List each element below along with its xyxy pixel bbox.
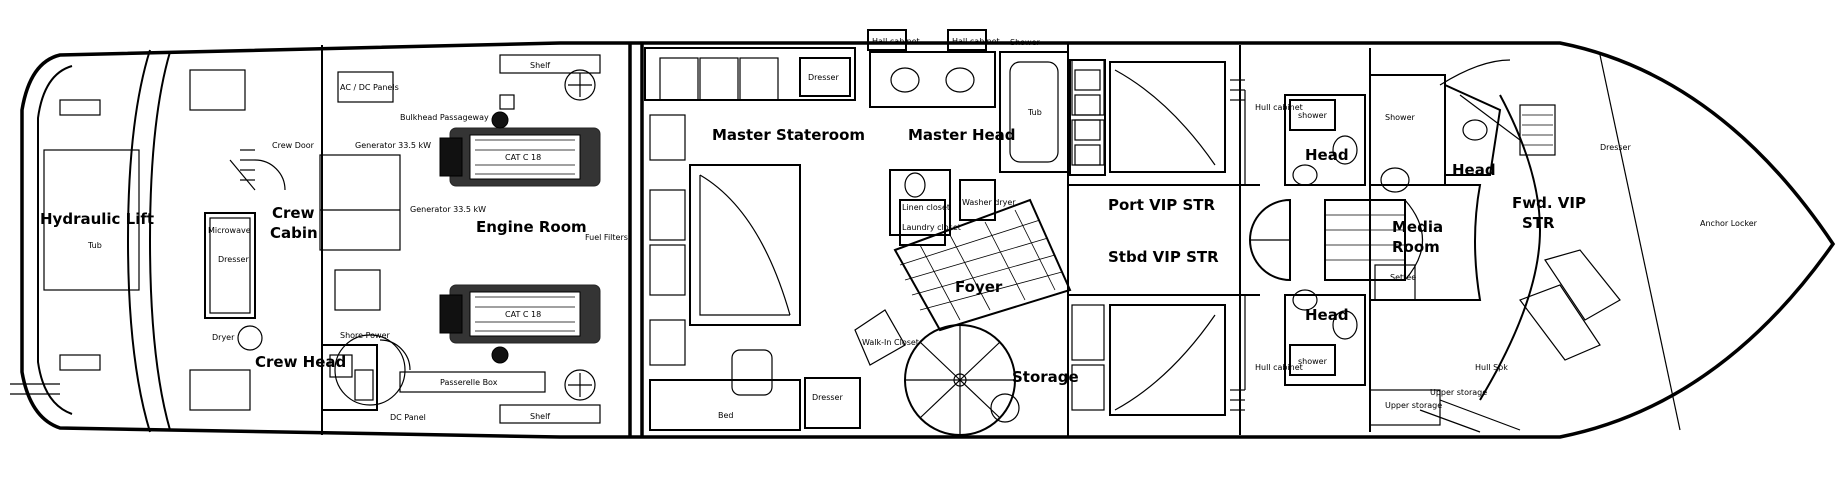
label-dresser-master: Dresser [808, 73, 839, 82]
hydraulic-lift-area [43, 69, 263, 411]
label-engine-1: CAT C 18 [505, 153, 541, 162]
label-bulkhead-passageway: Bulkhead Passageway [400, 113, 489, 122]
spiral-staircase [854, 309, 1020, 436]
crew-cabin [204, 149, 401, 319]
label-dresser-crew: Dresser [218, 255, 249, 264]
label-storage: Storage [1012, 368, 1079, 386]
label-settee: Settee [1390, 273, 1416, 282]
label-fwd-vip-1: Fwd. VIP [1512, 194, 1586, 212]
label-anchor-locker: Anchor Locker [1700, 219, 1758, 228]
label-upper-storage-1: Upper storage [1385, 401, 1442, 410]
label-laundry-closet: Laundry closet [902, 223, 961, 232]
label-port-vip-str: Port VIP STR [1108, 196, 1216, 214]
stbd-vip-stateroom [1071, 304, 1245, 416]
label-hull-cabinet-1: Hull cabinet [1255, 103, 1303, 112]
label-shelf-bottom: Shelf [530, 412, 550, 421]
label-fwd-vip-2: STR [1522, 214, 1555, 232]
label-hull-ref: Hull Spk [1475, 363, 1508, 372]
label-shower-fwd: Shower [1385, 113, 1416, 122]
label-upper-storage-2: Upper storage [1430, 388, 1487, 397]
master-head [867, 29, 1106, 246]
label-crew-cabin-1: Crew [272, 204, 315, 222]
label-media-room-2: Room [1392, 238, 1440, 256]
engine-room [334, 54, 601, 424]
engine-2 [439, 284, 601, 364]
label-master-stateroom: Master Stateroom [712, 126, 865, 144]
label-passerelle-box: Passerelle Box [440, 378, 498, 387]
label-dc-panel: DC Panel [390, 413, 426, 422]
engine-1 [439, 111, 601, 187]
crew-head [321, 339, 411, 411]
label-shelf-top: Shelf [530, 61, 550, 70]
label-linen-closet: Linen closet [902, 203, 950, 212]
media-room [1369, 184, 1482, 301]
label-stbd-vip-str: Stbd VIP STR [1108, 248, 1219, 266]
label-head-lower: Head [1305, 306, 1349, 324]
label-microwave: Microwave [208, 226, 251, 235]
label-shower-glass: Shower [1010, 38, 1041, 47]
label-crew-head: Crew Head [255, 353, 346, 371]
label-engine-2: CAT C 18 [505, 310, 541, 319]
bilge-pump-top [564, 69, 596, 101]
master-stateroom [644, 46, 861, 431]
label-shower-upper: shower [1298, 111, 1328, 120]
head-upper [1244, 90, 1366, 186]
label-master-head: Master Head [908, 126, 1016, 144]
label-head-upper: Head [1305, 146, 1349, 164]
label-generator-1: Generator 33.5 kW [355, 141, 431, 150]
label-hall-cabinet-1: Hall cabinet [872, 37, 920, 46]
label-dresser-master-bottom: Dresser [812, 393, 843, 402]
label-hydraulic-lift: Hydraulic Lift [40, 210, 154, 228]
fwd-vip-stateroom [1369, 54, 1681, 433]
label-hull-cabinet-2: Hull cabinet [1255, 363, 1303, 372]
port-vip-stateroom [1071, 59, 1245, 173]
label-ac-panels: AC / DC Panels [340, 83, 399, 92]
label-fuel-filters: Fuel Filters [585, 233, 628, 242]
foyer [893, 198, 1072, 332]
label-dryer: Dryer [212, 333, 235, 342]
label-walkin-closet: Walk-In Closet [862, 338, 919, 347]
label-generator-2: Generator 33.5 kW [410, 205, 486, 214]
hull-outline [10, 41, 1836, 439]
label-bed-master: Bed [718, 411, 734, 420]
label-dresser-fwd: Dresser [1600, 143, 1631, 152]
label-crew-cabin-2: Cabin [270, 224, 318, 242]
label-lift-sub: Tub [87, 241, 102, 250]
label-washer-dryer: Washer dryer [962, 198, 1016, 207]
label-crew-door: Crew Door [272, 141, 315, 150]
label-shower-lower: shower [1298, 357, 1328, 366]
head-lower [1244, 289, 1366, 390]
label-head-fwd: Head [1452, 161, 1496, 179]
label-engine-room: Engine Room [476, 218, 587, 236]
bilge-pump-bottom [564, 369, 596, 401]
label-hall-cabinet-2: Hall cabinet [952, 37, 1000, 46]
center-corridor [1068, 184, 1424, 296]
label-shore-power: Shore Power [340, 331, 391, 340]
label-media-room-1: Media [1392, 218, 1443, 236]
label-foyer: Foyer [955, 278, 1003, 296]
label-tub: Tub [1027, 108, 1042, 117]
